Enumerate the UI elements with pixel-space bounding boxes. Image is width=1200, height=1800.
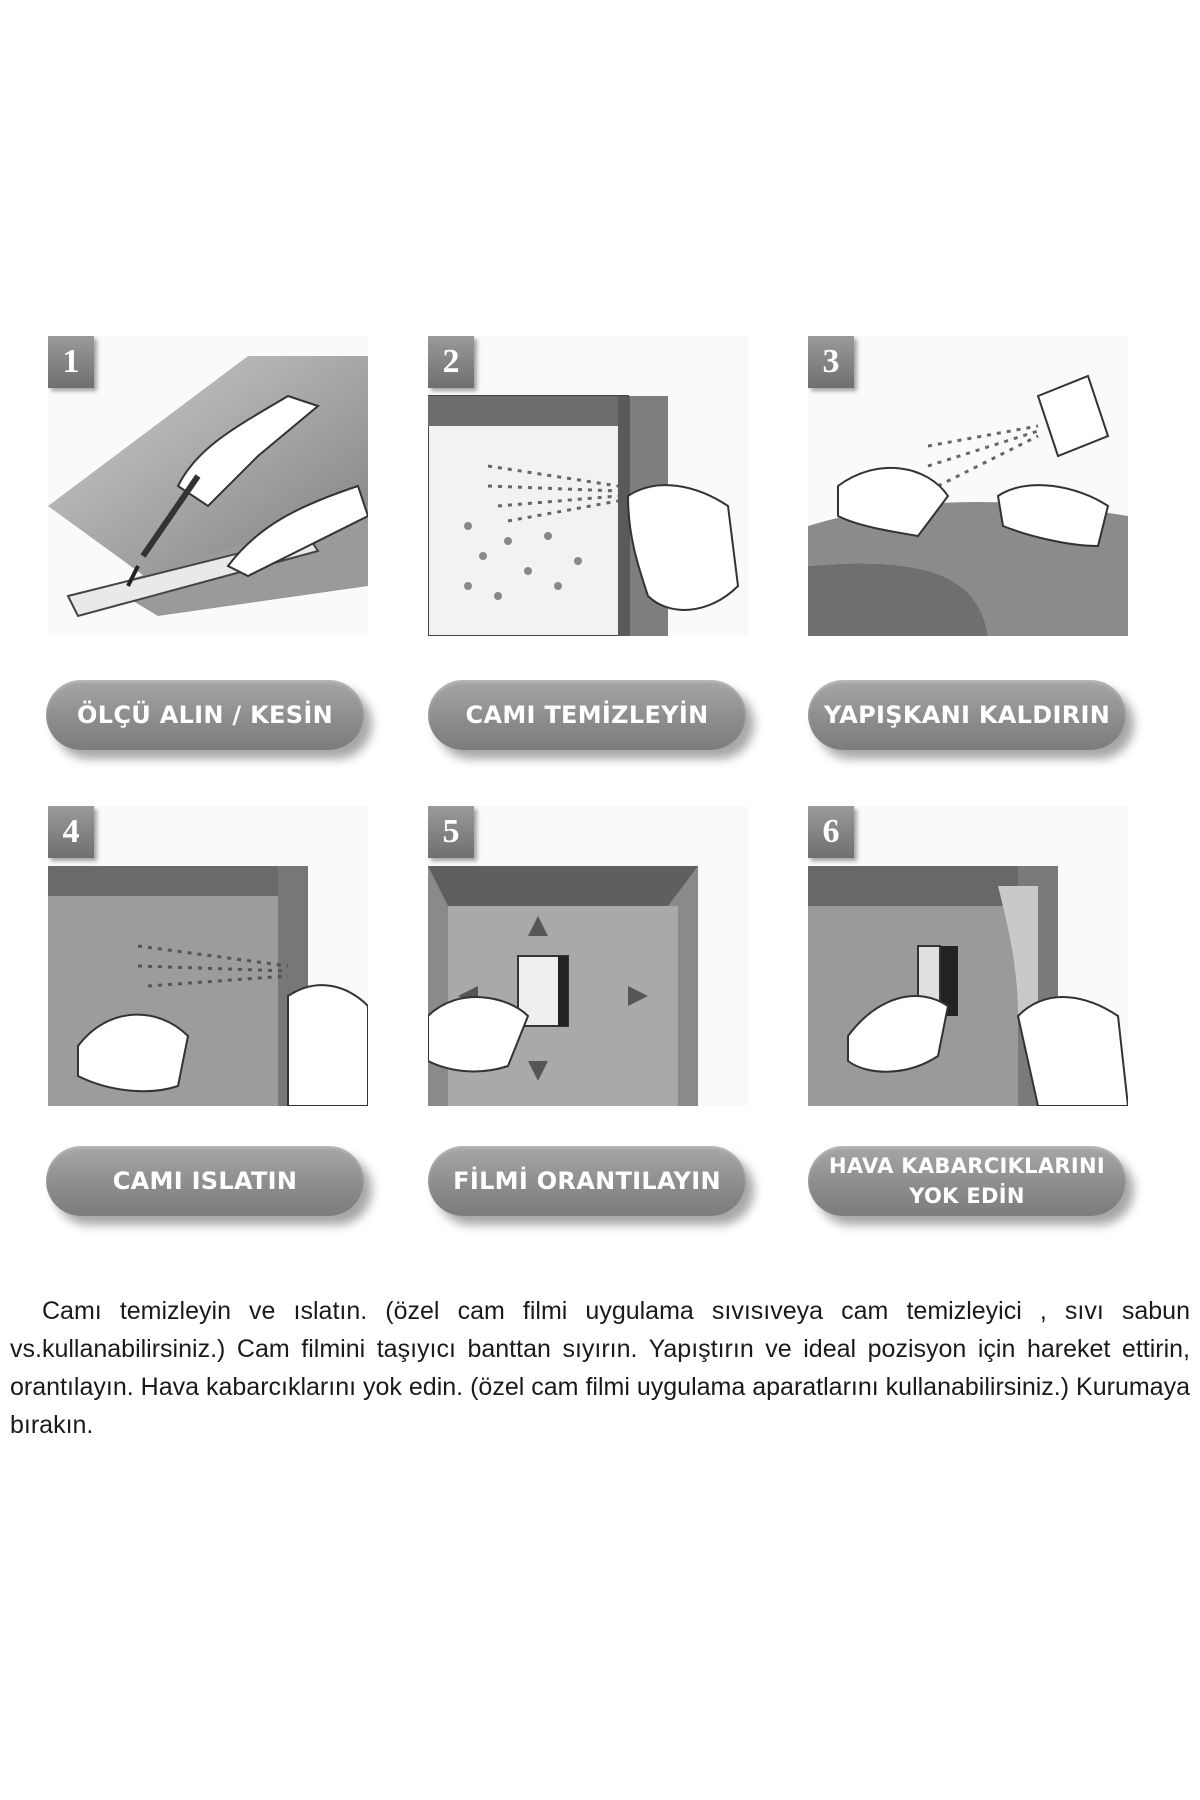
step-3-panel: 3 — [808, 336, 1128, 636]
step-4-number: 4 — [48, 806, 94, 858]
clean-glass-icon — [428, 395, 740, 636]
step-2-label: CAMI TEMİZLEYİN — [428, 680, 746, 750]
step-4-panel: 4 — [48, 806, 368, 1106]
step-3-label: YAPIŞKANI KALDIRIN — [808, 680, 1126, 750]
remove-bubbles-icon — [808, 866, 1128, 1106]
step-6-label: HAVA KABARCIKLARINI YOK EDİN — [808, 1146, 1126, 1216]
wet-glass-icon — [48, 866, 368, 1106]
step-5-number: 5 — [428, 806, 474, 858]
position-film-icon — [428, 866, 698, 1106]
step-2-number: 2 — [428, 336, 474, 388]
instructions-paragraph: Camı temizleyin ve ıslatın. (özel cam fi… — [10, 1297, 1190, 1439]
measure-cut-icon — [48, 356, 368, 618]
remove-backing-icon — [808, 336, 1128, 636]
step-1-panel: 1 — [48, 336, 368, 636]
step-2-panel: 2 — [428, 336, 748, 636]
step-6-panel: 6 — [808, 806, 1128, 1106]
step-6-number: 6 — [808, 806, 854, 858]
step-5-panel: 5 — [428, 806, 748, 1106]
step-1-label: ÖLÇÜ ALIN / KESİN — [46, 680, 364, 750]
step-3-number: 3 — [808, 336, 854, 388]
step-4-label: CAMI ISLATIN — [46, 1146, 364, 1216]
step-1-number: 1 — [48, 336, 94, 388]
step-5-label: FİLMİ ORANTILAYIN — [428, 1146, 746, 1216]
